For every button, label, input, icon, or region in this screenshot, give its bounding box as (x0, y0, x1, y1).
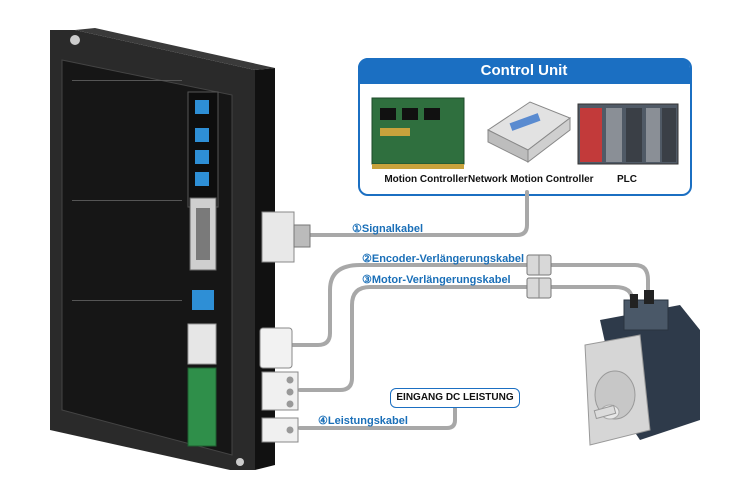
signal-cable (308, 190, 529, 237)
device-label-plc: PLC (617, 174, 637, 185)
motor-driver (50, 28, 275, 470)
plc-icon (577, 103, 679, 165)
control-unit-title: Control Unit (358, 58, 690, 84)
network-motion-controller-icon (487, 101, 572, 164)
device-label-network-motion-controller: Network Motion Controller (468, 174, 594, 185)
encoder-cable (290, 263, 529, 347)
cables (290, 190, 650, 430)
power-cable (298, 404, 457, 430)
motor-cable (298, 285, 529, 392)
motor-cable-motor-side (546, 285, 634, 312)
stepper-motor (584, 290, 700, 446)
encoder-cable-motor-side (546, 263, 650, 302)
cable-label-signal: ①Signalkabel (352, 223, 423, 235)
cable-label-power: ④Leistungskabel (318, 415, 408, 427)
cable-label-encoder: ②Encoder-Verlängerungskabel (362, 253, 525, 265)
extension-connectors (526, 254, 552, 299)
power-input-label: EINGANG DC LEISTUNG (390, 388, 520, 408)
device-label-motion-controller: Motion Controller (384, 174, 468, 185)
cable-label-motor: ③Motor-Verlängerungskabel (362, 274, 511, 286)
motion-controller-card-icon (371, 97, 465, 169)
driver-side-plugs (259, 211, 311, 443)
